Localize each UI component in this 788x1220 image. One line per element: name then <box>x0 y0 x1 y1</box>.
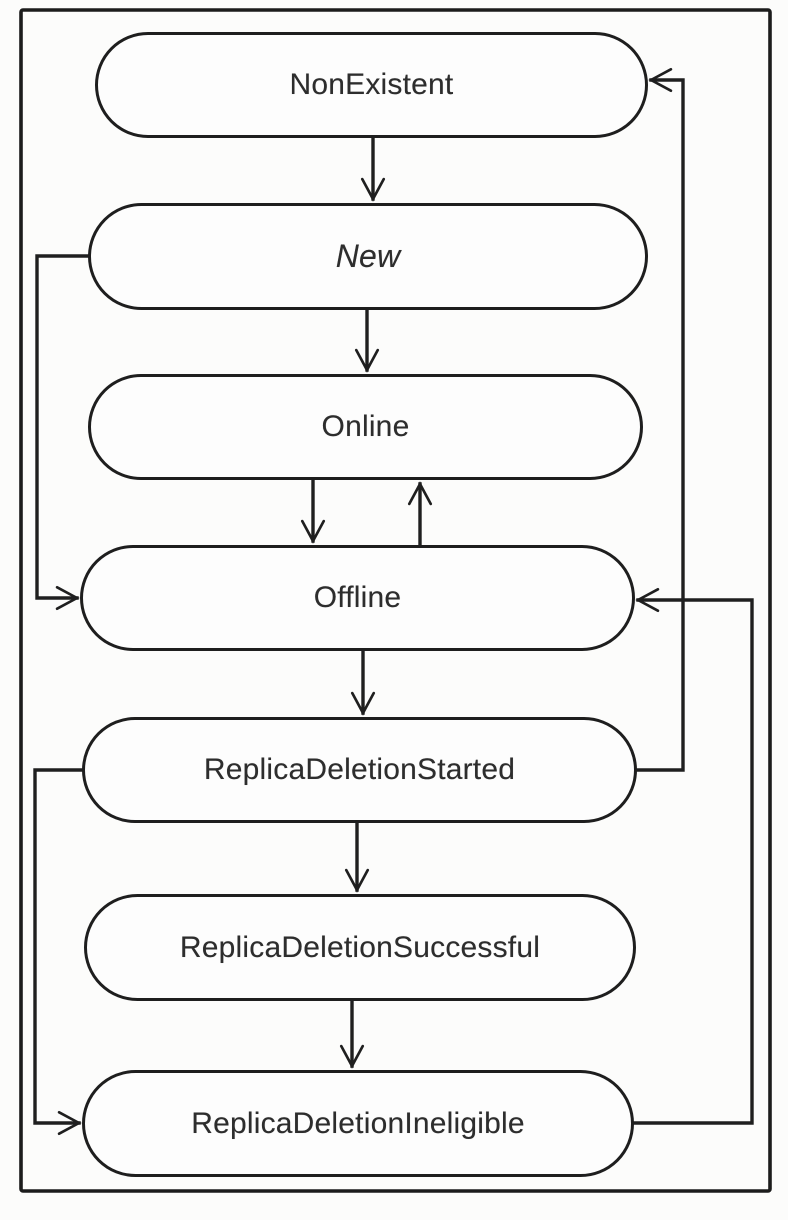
state-node-replica-deletion-successful: ReplicaDeletionSuccessful <box>84 894 636 1001</box>
arrow-new-to-offline-left-loop <box>35 254 94 598</box>
state-label-replica-deletion-ineligible: ReplicaDeletionIneligible <box>191 1106 525 1140</box>
arrow-replicadeletionstarted-to-nonexistent-right-loop <box>631 80 685 772</box>
arrow-replicadeletionineligible-to-offline-right-loop <box>628 600 754 1125</box>
state-label-offline: Offline <box>313 581 402 614</box>
arrow-replicadeletionstarted-to-replicadeletionineligible-left-loop <box>33 768 88 1123</box>
state-node-replica-deletion-ineligible: ReplicaDeletionIneligible <box>82 1070 634 1177</box>
state-label-nonexistent: NonExistent <box>289 68 454 101</box>
state-label-online: Online <box>321 410 410 443</box>
state-node-online: Online <box>88 374 643 480</box>
state-label-new: New <box>335 238 401 274</box>
state-label-replica-deletion-started: ReplicaDeletionStarted <box>203 753 516 786</box>
state-node-nonexistent: NonExistent <box>95 32 648 138</box>
state-label-replica-deletion-successful: ReplicaDeletionSuccessful <box>179 930 541 964</box>
state-node-new: New <box>88 203 648 310</box>
state-node-offline: Offline <box>80 545 635 651</box>
state-node-replica-deletion-started: ReplicaDeletionStarted <box>82 717 637 823</box>
diagram-border <box>19 8 772 1193</box>
